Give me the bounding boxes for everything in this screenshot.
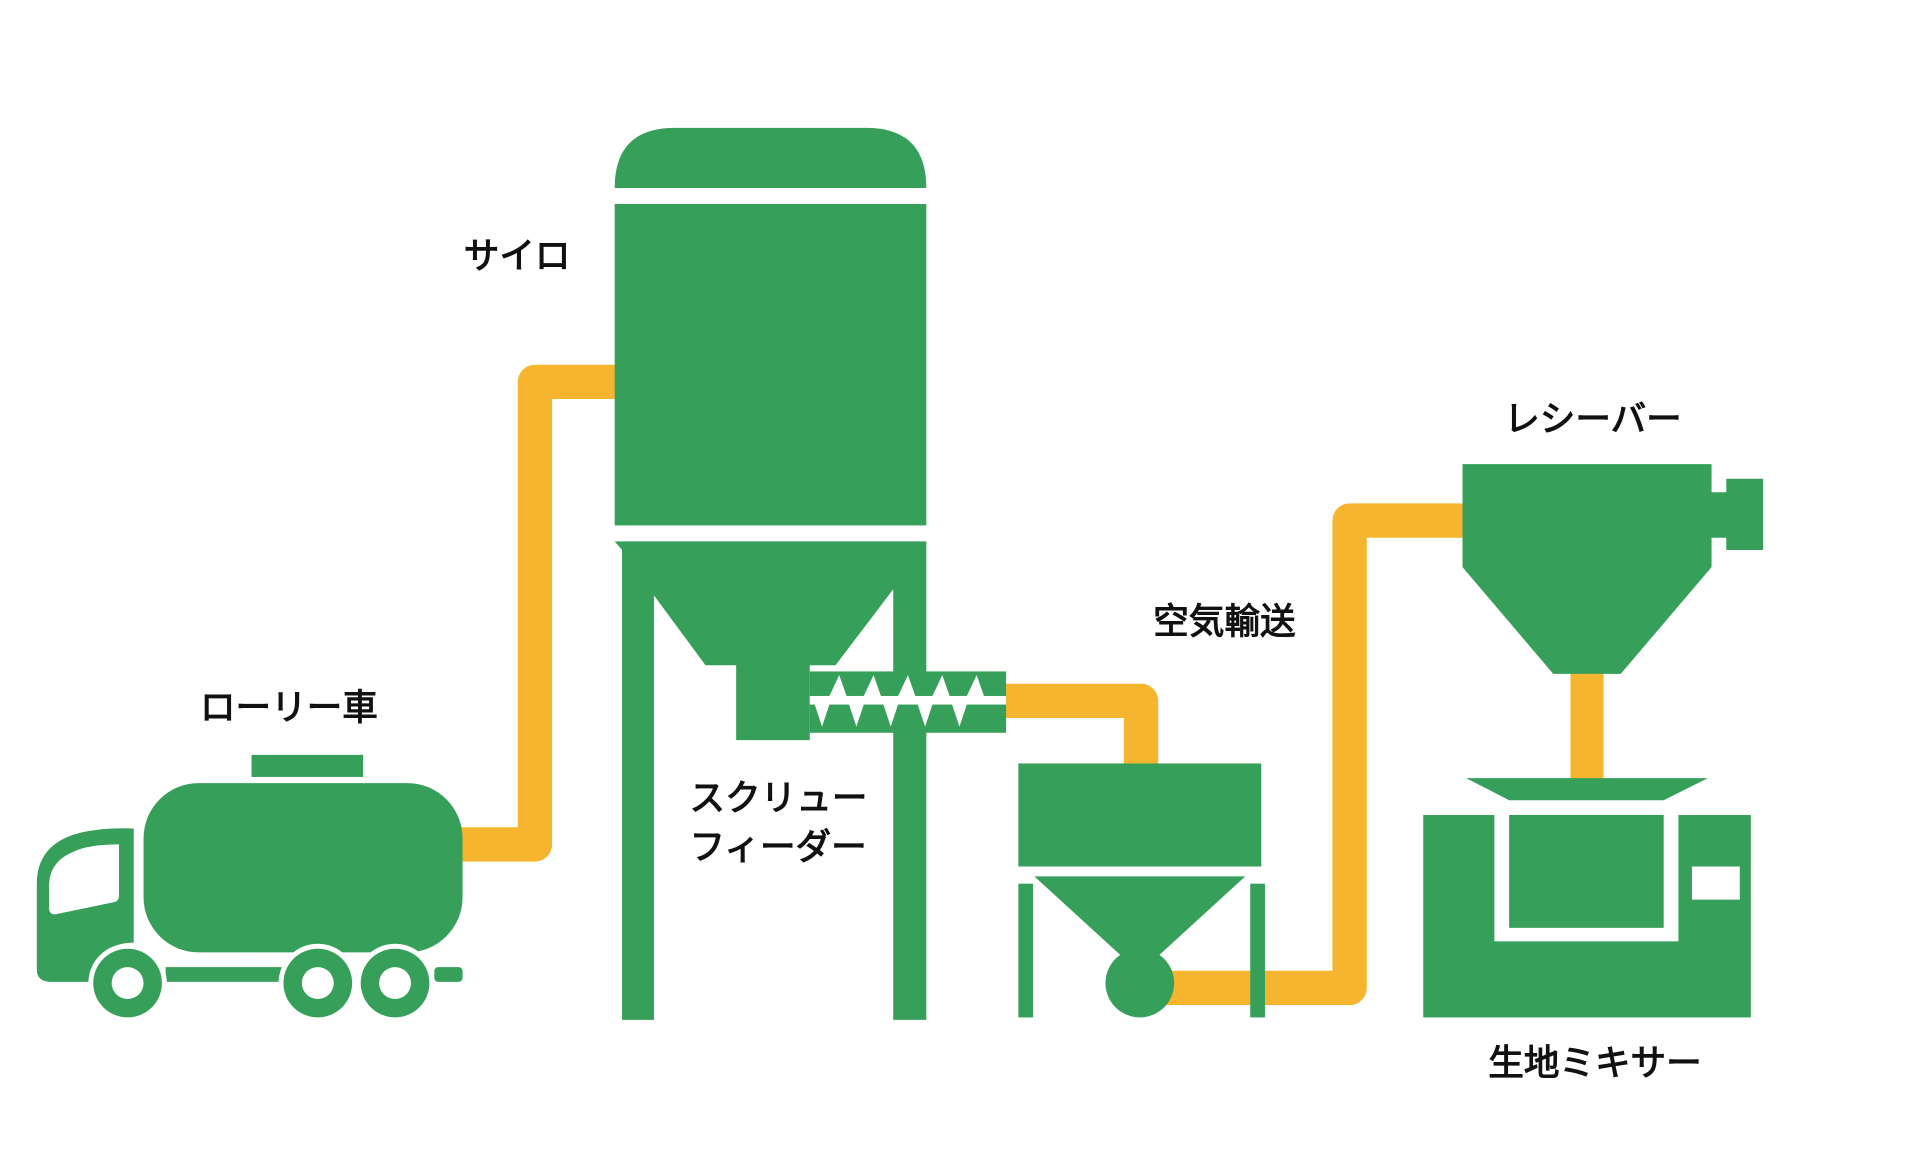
tank-truck [36, 754, 463, 1023]
pipe-truck-to-silo [453, 364, 620, 862]
pipe-receiver-to-mixer [1570, 668, 1604, 782]
dough-mixer [1423, 778, 1751, 1018]
label-truck: ローリー車 [200, 687, 378, 728]
silo [614, 127, 927, 1020]
receiver [1462, 464, 1764, 674]
label-silo: サイロ [464, 236, 571, 277]
wheel [88, 943, 167, 1023]
label-pneumatic: 空気輸送 [1153, 601, 1296, 642]
label-screw-feeder-2: フィーダー [690, 827, 867, 868]
wheel [278, 943, 358, 1023]
hopper [1018, 763, 1265, 1018]
label-screw-feeder-1: スクリュー [690, 778, 868, 819]
wheel [355, 943, 435, 1023]
pipe-feeder-to-hopper [999, 683, 1159, 769]
pipe-pneumatic-to-receiver [1159, 503, 1468, 1006]
label-mixer: 生地ミキサー [1488, 1043, 1701, 1084]
label-receiver: レシーバー [1504, 399, 1682, 440]
screw-feeder [809, 671, 1007, 733]
